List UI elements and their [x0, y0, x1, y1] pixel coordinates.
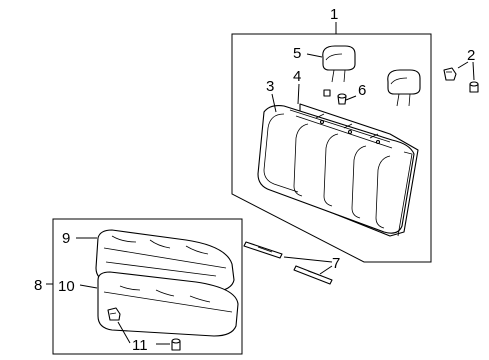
leader-7a [283, 256, 333, 263]
headrest-left [322, 45, 356, 83]
seat-cushion-pad [97, 271, 239, 337]
callout-1: 1 [330, 6, 338, 23]
callout-7: 7 [332, 255, 340, 272]
callout-10: 10 [58, 278, 75, 295]
hinge-bracket-lower [293, 265, 333, 285]
cushion-fastener-upper [107, 307, 121, 321]
leader-2a [457, 61, 469, 69]
callout-8: 8 [34, 277, 42, 294]
leader-3 [271, 93, 277, 113]
leader-5 [306, 53, 323, 58]
leader-7b [319, 265, 333, 275]
callout-5: 5 [293, 45, 301, 62]
cushion-fastener-lower [171, 338, 181, 351]
callout-9: 9 [62, 230, 70, 247]
hinge-bracket-upper [243, 241, 283, 259]
headrest-guide-b [337, 93, 347, 105]
leader-10 [79, 284, 98, 289]
seatback [257, 103, 419, 237]
clip-b [469, 81, 479, 93]
seat-cushion-assembly-frame [52, 218, 243, 355]
callout-4: 4 [293, 68, 301, 85]
leader-4 [297, 83, 300, 105]
leader-2b [472, 61, 475, 81]
callout-3: 3 [266, 78, 274, 95]
leader-11a [117, 321, 131, 344]
leader-6 [345, 95, 357, 101]
headrest-guide-a [323, 89, 331, 97]
callout-6: 6 [358, 82, 366, 99]
clip-a [443, 67, 457, 81]
seatback-assembly-frame [231, 33, 432, 263]
headrest-right [387, 69, 421, 107]
callout-2: 2 [467, 47, 475, 64]
callout-11: 11 [132, 337, 148, 354]
